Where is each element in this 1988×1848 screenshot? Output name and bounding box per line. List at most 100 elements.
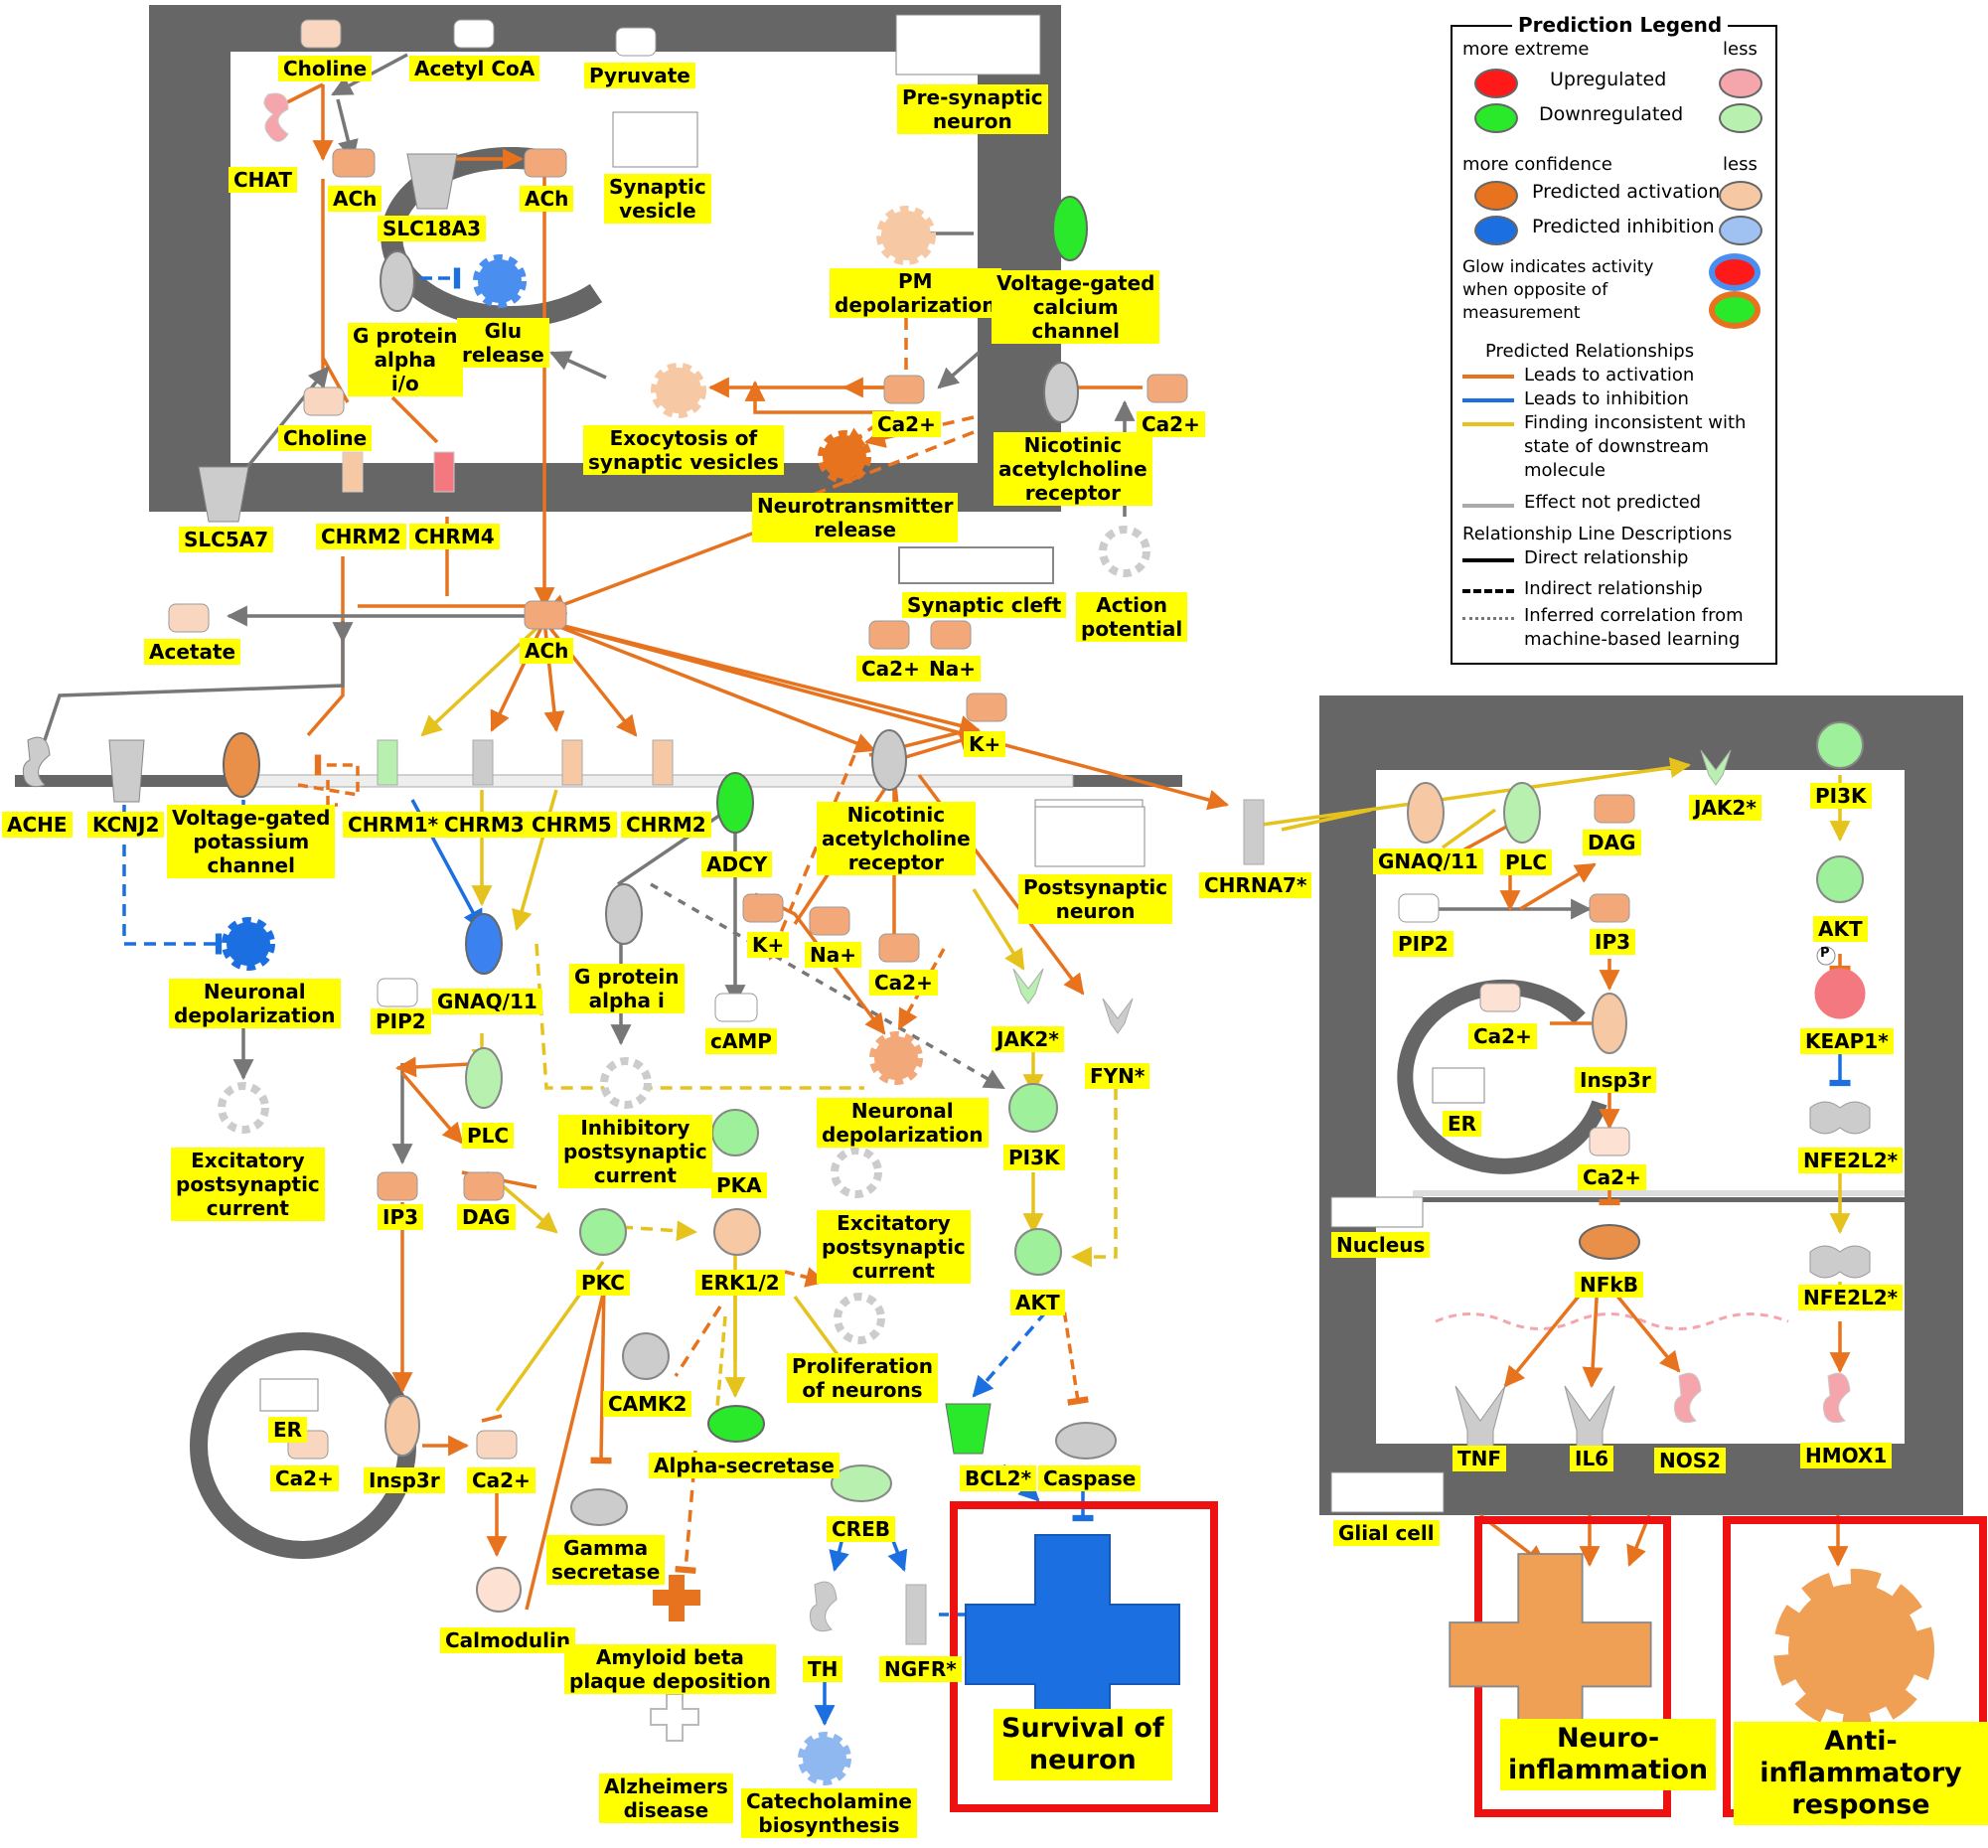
camp-label[interactable]: cAMP (705, 1028, 777, 1054)
jak2-post-label[interactable]: JAK2* (992, 1026, 1064, 1052)
gnaq-post-label[interactable]: GNAQ/11 (432, 989, 542, 1014)
chrm4-label[interactable]: CHRM4 (409, 524, 500, 549)
ca2-cyto-label[interactable]: Ca2+ (467, 1467, 535, 1493)
acetate-label[interactable]: Acetate (144, 639, 241, 665)
alpha-secretase-label[interactable]: Alpha-secretase (649, 1453, 840, 1478)
th-label[interactable]: TH (803, 1656, 843, 1682)
kcnj2-label[interactable]: KCNJ2 (87, 812, 165, 838)
pi3k-post-label[interactable]: PI3K (1003, 1145, 1065, 1170)
plc-post-label[interactable]: PLC (462, 1123, 515, 1149)
il6-label[interactable]: IL6 (1570, 1446, 1614, 1471)
excitatory-psc-left-label[interactable]: Excitatory postsynaptic current (171, 1148, 325, 1221)
chrm3-label[interactable]: CHRM3 (439, 812, 530, 838)
ngfr-label[interactable]: NGFR* (879, 1656, 962, 1682)
neuronal-depol-left-label[interactable]: Neuronal depolarization (169, 979, 341, 1028)
tnf-label[interactable]: TNF (1453, 1446, 1507, 1471)
nfe2l2-b-label[interactable]: NFE2L2* (1798, 1285, 1904, 1310)
jak2-glia-label[interactable]: JAK2* (1689, 795, 1761, 821)
slc5a7-node (198, 466, 249, 523)
insp3r-post-label[interactable]: Insp3r (364, 1467, 445, 1493)
chrm2-post-label[interactable]: CHRM2 (621, 812, 711, 838)
ca2-pre-label[interactable]: Ca2+ (872, 411, 941, 437)
akt-post-node (1014, 1228, 1062, 1276)
chrna7-label[interactable]: CHRNA7* (1199, 872, 1312, 898)
vg-calcium-channel-label[interactable]: Voltage-gated calcium channel (992, 270, 1160, 344)
neuroinflammation-label[interactable]: Neuro- inflammation (1500, 1719, 1717, 1790)
catecholamine-label[interactable]: Catecholamine biosynthesis (741, 1788, 917, 1838)
choline-top-label[interactable]: Choline (278, 56, 373, 81)
proliferation-label[interactable]: Proliferation of neurons (787, 1353, 938, 1403)
plc-glia-label[interactable]: PLC (1500, 849, 1553, 875)
neuronal-depol-mid-label[interactable]: Neuronal depolarization (817, 1098, 989, 1148)
bcl2-label[interactable]: BCL2* (960, 1465, 1037, 1491)
pip2-post-label[interactable]: PIP2 (371, 1008, 431, 1034)
g-protein-io-label[interactable]: G protein alpha i/o (348, 323, 463, 396)
ca2-cleft-label[interactable]: Ca2+ (856, 656, 925, 682)
pyruvate-label[interactable]: Pyruvate (584, 63, 695, 88)
vg-potassium-label[interactable]: Voltage-gated potassium channel (167, 805, 336, 878)
inhibitory-psc-label[interactable]: Inhibitory postsynaptic current (558, 1115, 712, 1188)
caspase-label[interactable]: Caspase (1038, 1465, 1142, 1491)
ca2-glia-label[interactable]: Ca2+ (1468, 1023, 1537, 1049)
ca2-post-label[interactable]: Ca2+ (869, 970, 938, 996)
excitatory-psc-mid-label[interactable]: Excitatory postsynaptic current (817, 1210, 971, 1284)
akt-post-label[interactable]: AKT (1010, 1290, 1065, 1315)
nos2-label[interactable]: NOS2 (1654, 1448, 1727, 1473)
ca2-glia-low-label[interactable]: Ca2+ (1578, 1164, 1646, 1190)
erk12-node (713, 1208, 761, 1256)
ach-2-label[interactable]: ACh (520, 186, 574, 212)
amyloid-label[interactable]: Amyloid beta plaque deposition (564, 1644, 776, 1694)
ip3-glia-label[interactable]: IP3 (1590, 929, 1636, 955)
fyn-label[interactable]: FYN* (1085, 1063, 1150, 1089)
chat-label[interactable]: CHAT (229, 167, 297, 193)
glu-release-label[interactable]: Glu release (457, 318, 549, 368)
gamma-secretase-label[interactable]: Gamma secretase (546, 1535, 666, 1585)
gnaq-glia-label[interactable]: GNAQ/11 (1373, 848, 1483, 874)
hmox1-label[interactable]: HMOX1 (1800, 1443, 1893, 1468)
keap1-label[interactable]: KEAP1* (1800, 1028, 1894, 1054)
choline-mid-label[interactable]: Choline (278, 425, 373, 451)
nt-release-label[interactable]: Neurotransmitter release (752, 493, 959, 542)
pm-depolarization-label[interactable]: PM depolarization (830, 268, 1001, 318)
na-cleft-label[interactable]: Na+ (924, 656, 981, 682)
action-potential-label[interactable]: Action potential (1076, 592, 1188, 642)
akt-glia-label[interactable]: AKT (1813, 916, 1868, 942)
creb-label[interactable]: CREB (827, 1516, 895, 1542)
chrm1-label[interactable]: CHRM1* (343, 812, 444, 838)
dag-post-label[interactable]: DAG (457, 1204, 516, 1230)
adcy-label[interactable]: ADCY (701, 851, 773, 877)
pka-label[interactable]: PKA (711, 1172, 767, 1198)
ach-cleft-label[interactable]: ACh (520, 638, 574, 664)
exocytosis-label[interactable]: Exocytosis of synaptic vesicles (583, 425, 784, 475)
ache-label[interactable]: ACHE (2, 812, 73, 838)
k-cleft-label[interactable]: K+ (964, 731, 1006, 757)
alzheimers-label[interactable]: Alzheimers disease (599, 1773, 733, 1823)
nachr-pre-label[interactable]: Nicotinic acetylcholine receptor (994, 432, 1152, 506)
pip2-glia-label[interactable]: PIP2 (1393, 931, 1453, 957)
nfe2l2-a-label[interactable]: NFE2L2* (1798, 1148, 1904, 1173)
nachr-post-label[interactable]: Nicotinic acetylcholine receptor (817, 802, 976, 875)
insp3r-glia-label[interactable]: Insp3r (1575, 1067, 1656, 1093)
na-post-label[interactable]: Na+ (805, 942, 861, 968)
k-post-label[interactable]: K+ (747, 932, 790, 958)
chrm2-pre-label[interactable]: CHRM2 (316, 524, 406, 549)
legend-not-predicted: Effect not predicted (1524, 492, 1702, 513)
pi3k-glia-label[interactable]: PI3K (1810, 783, 1872, 809)
ca2-pre-right-label[interactable]: Ca2+ (1137, 411, 1205, 437)
pkc-label[interactable]: PKC (576, 1270, 630, 1296)
g-protein-i-label[interactable]: G protein alpha i (569, 964, 685, 1013)
anti-inflammatory-label[interactable]: Anti-inflammatory response (1734, 1722, 1988, 1825)
slc5a7-label[interactable]: SLC5A7 (179, 527, 274, 552)
camk2-label[interactable]: CAMK2 (603, 1391, 692, 1417)
ca2-er-label[interactable]: Ca2+ (270, 1465, 339, 1491)
dag-glia-label[interactable]: DAG (1583, 830, 1641, 855)
ip3-post-label[interactable]: IP3 (378, 1204, 424, 1230)
ach-1-label[interactable]: ACh (328, 186, 382, 212)
chrm5-label[interactable]: CHRM5 (527, 812, 617, 838)
calmodulin-label[interactable]: Calmodulin (440, 1627, 576, 1653)
acetyl-coa-label[interactable]: Acetyl CoA (409, 56, 540, 81)
survival-label[interactable]: Survival of neuron (994, 1709, 1172, 1780)
slc18a3-label[interactable]: SLC18A3 (378, 216, 487, 241)
erk12-label[interactable]: ERK1/2 (695, 1270, 785, 1296)
nfkb-label[interactable]: NFkB (1575, 1272, 1643, 1298)
